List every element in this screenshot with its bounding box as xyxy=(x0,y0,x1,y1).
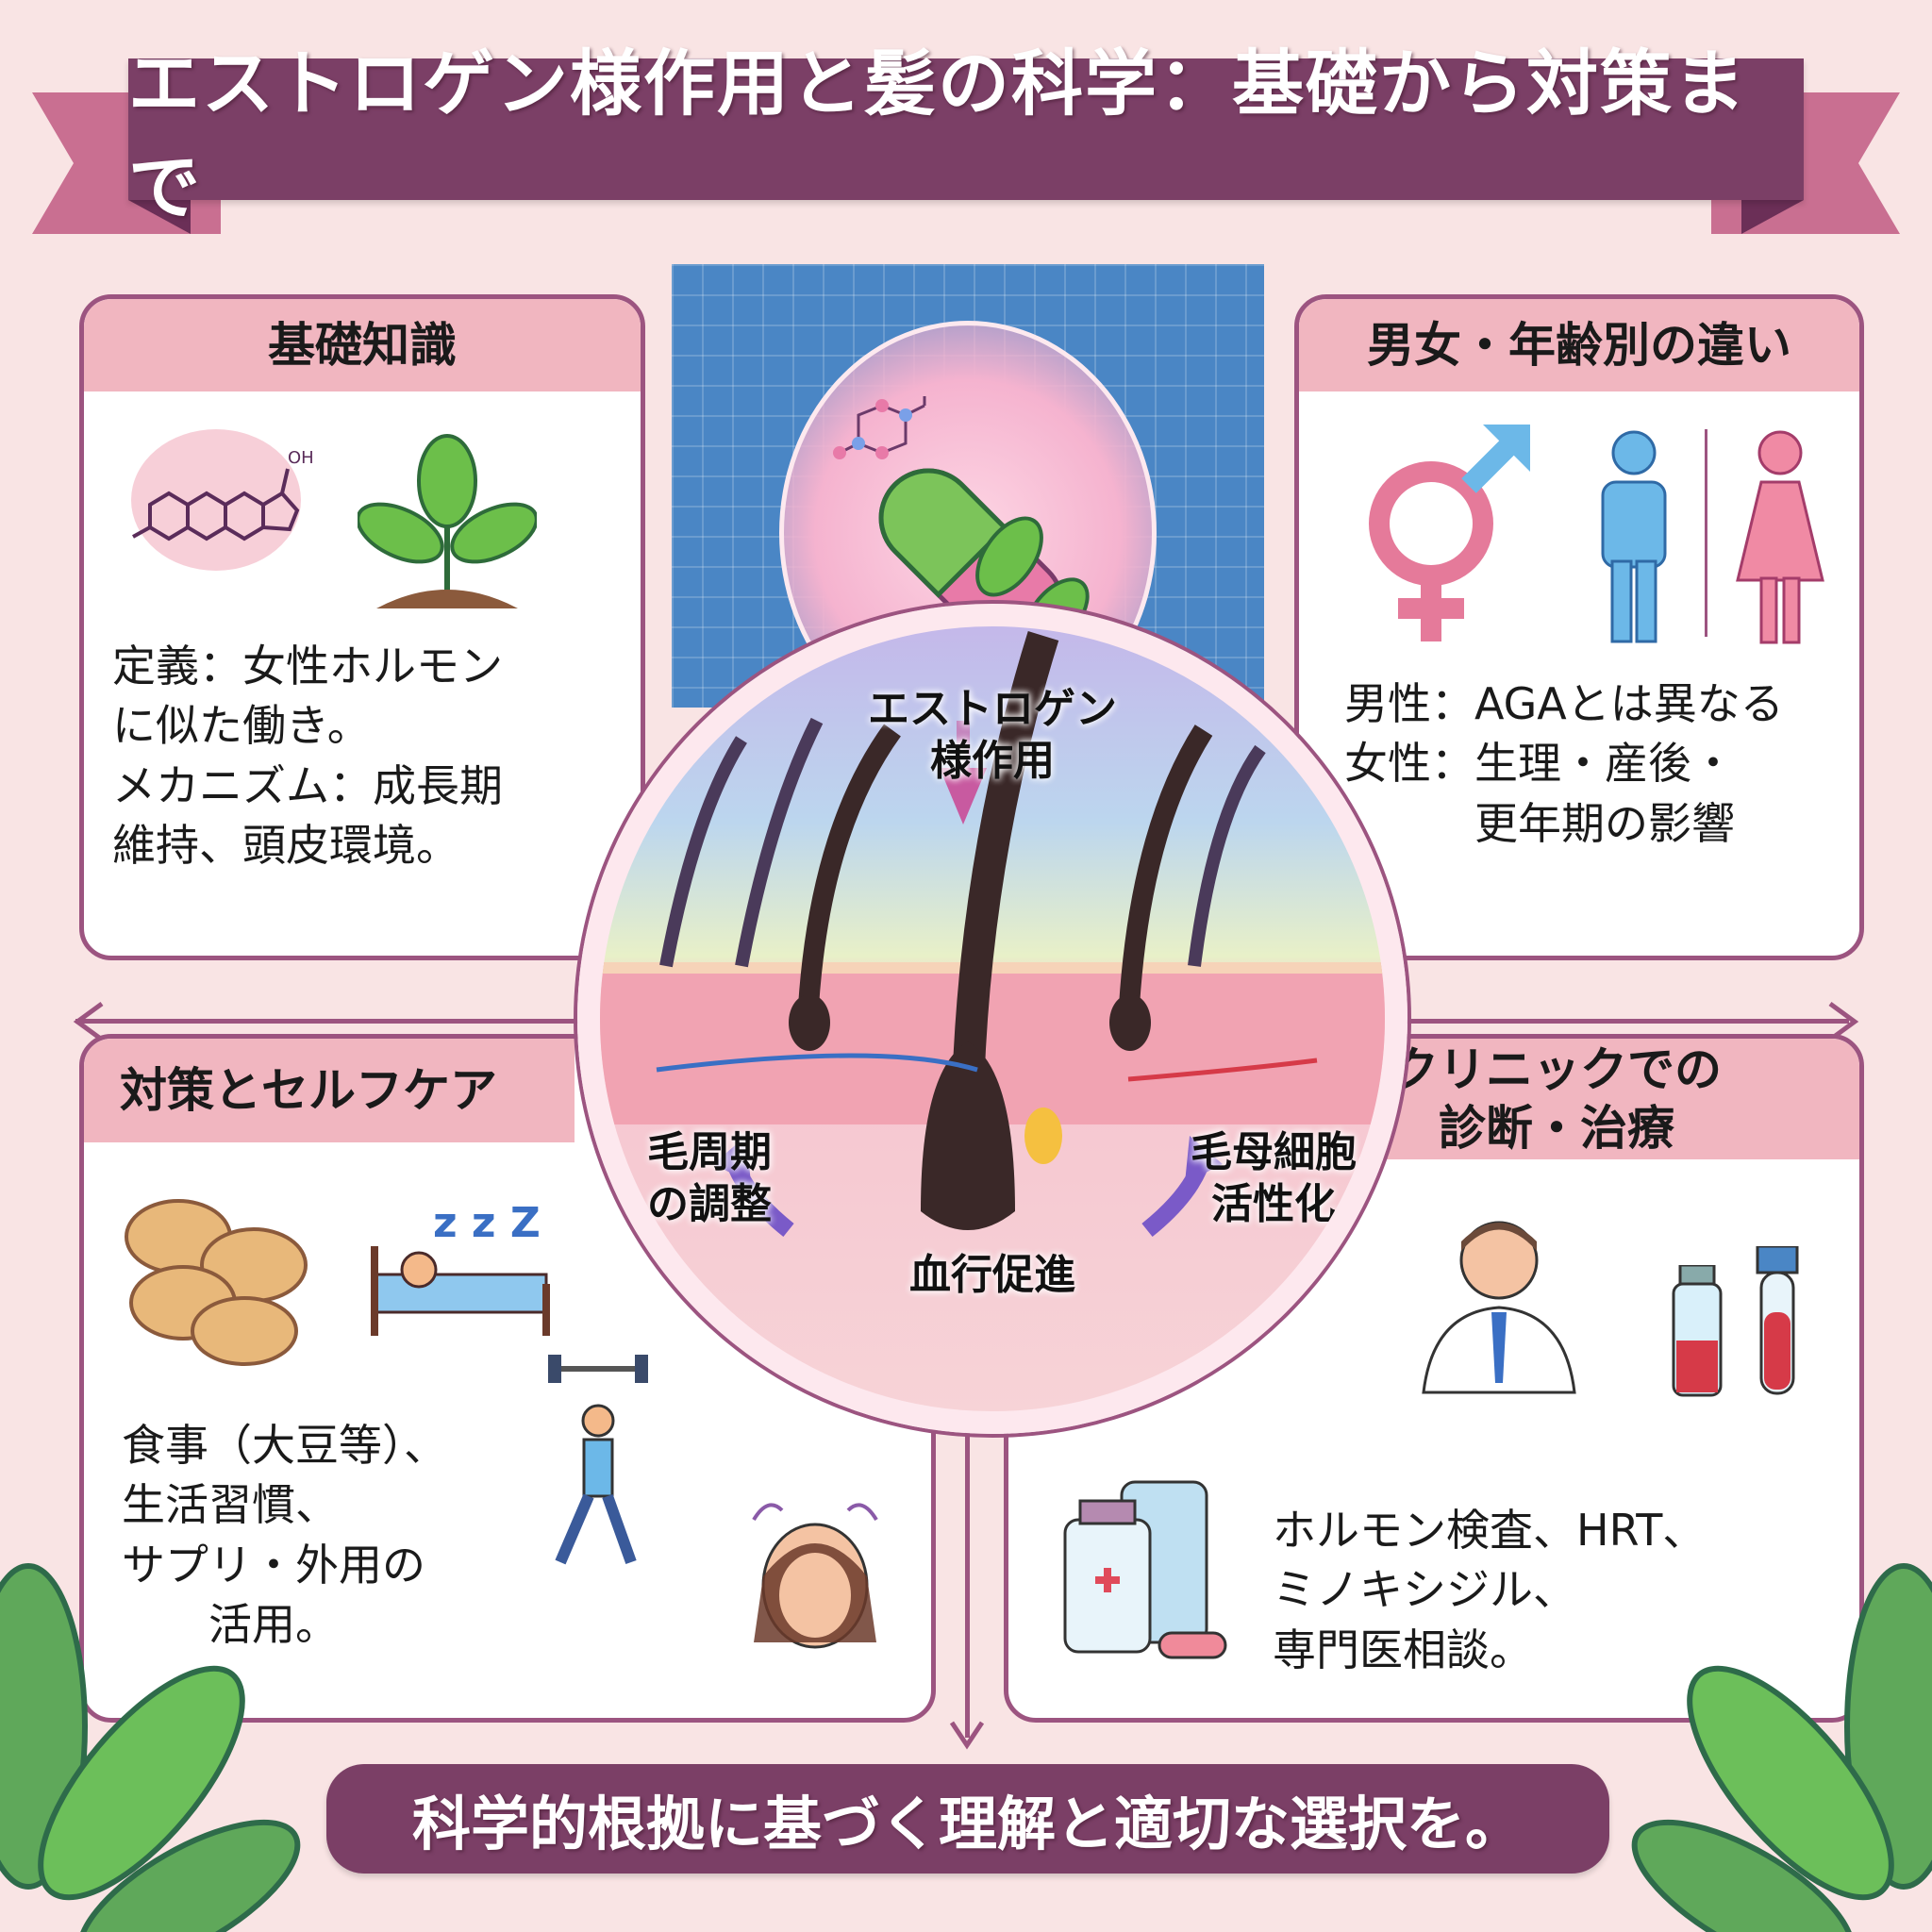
molecule-icon xyxy=(833,396,926,459)
footer-message: 科学的根拠に基づく理解と適切な選択を。 xyxy=(411,1790,1524,1858)
text-line: 女性：生理・産後・ xyxy=(1344,738,1735,790)
blood-vial-icon xyxy=(1672,1265,1723,1397)
estradiol-molecule-icon: OH xyxy=(131,429,314,571)
label-hair-cycle: 毛周期 の調整 xyxy=(647,1126,772,1230)
panel-basic-knowledge: 基礎知識 OH 定義：女性ホルモン に似た働き。 メカニズム：成長期 維持、頭皮… xyxy=(79,294,645,960)
divider xyxy=(1705,429,1707,637)
text-line: メカニズム：成長期 xyxy=(112,759,503,811)
exercise-icon xyxy=(548,1355,648,1565)
doctor-icon xyxy=(1422,1221,1576,1394)
panel-heading: 基礎知識 xyxy=(84,299,641,391)
label-line: の調整 xyxy=(647,1180,772,1228)
hair-follicle-icon xyxy=(656,630,1318,1238)
panel-gender-age: 男女・年齢別の違い 男性：AGAとは異なる 女性：生理・産後・ 更年期の影響 xyxy=(1294,294,1864,960)
label-cell-activation: 毛母細胞 活性化 xyxy=(1191,1126,1357,1230)
female-figure-icon xyxy=(1736,430,1824,644)
arrow-down xyxy=(965,1398,970,1738)
hair-follicle-diagram: エストロゲン 様作用 毛周期 の調整 毛母細胞 活性化 血行促進 xyxy=(577,604,1407,1434)
label-line: 活性化 xyxy=(1211,1180,1336,1228)
arrow-left xyxy=(75,1019,604,1024)
label-blood-flow: 血行促進 xyxy=(909,1251,1075,1299)
center-label-line: 様作用 xyxy=(930,737,1055,785)
scalp-massage-icon xyxy=(752,1503,878,1649)
text-line: 定義：女性ホルモン xyxy=(112,641,503,691)
center-label-line: エストロゲン xyxy=(868,685,1117,733)
heading-line: クリニックでの xyxy=(1391,1041,1722,1097)
text-line: 男性：AGAとは異なる xyxy=(1344,678,1784,729)
test-tube-icon xyxy=(1756,1246,1799,1395)
svg-text:z z Z: z z Z xyxy=(433,1199,541,1247)
medicine-bottles-icon xyxy=(1063,1480,1227,1659)
leaf-decoration-left-icon xyxy=(0,1563,301,1932)
sprout-icon xyxy=(358,434,537,608)
text-line: ミノキシジル、 xyxy=(1273,1564,1576,1616)
label-line: 毛周期 xyxy=(647,1128,772,1176)
text-line: 維持、頭皮環境。 xyxy=(112,820,459,872)
gender-symbol-icon xyxy=(1369,425,1530,641)
text-line: 更年期の影響 xyxy=(1344,797,1735,849)
text-line: サプリ・外用の xyxy=(122,1539,425,1591)
text-line: 専門医相談。 xyxy=(1273,1624,1533,1675)
male-figure-icon xyxy=(1601,430,1667,643)
arrowhead-right-icon xyxy=(1828,1001,1859,1042)
text-line: 生活習慣、 xyxy=(122,1479,339,1531)
arrowhead-down-icon xyxy=(949,1721,985,1750)
arrow-right xyxy=(1349,1019,1849,1024)
arrowhead-left-icon xyxy=(73,1001,104,1042)
panel-heading: 男女・年齢別の違い xyxy=(1299,299,1859,391)
text-line: 食事（大豆等）、 xyxy=(122,1420,447,1471)
title-banner: エストロゲン様作用と髪の科学：基礎から対策まで xyxy=(128,42,1804,229)
footer-banner: 科学的根拠に基づく理解と適切な選択を。 xyxy=(326,1764,1609,1874)
soybeans-icon xyxy=(125,1199,308,1366)
text-line: 活用。 xyxy=(122,1599,339,1651)
sleep-icon: z z Z xyxy=(371,1199,550,1336)
center-label: エストロゲン 様作用 xyxy=(600,683,1385,787)
text-line: に似た働き。 xyxy=(112,700,371,752)
page-title: エストロゲン様作用と髪の科学：基礎から対策まで xyxy=(128,42,1747,229)
text-line: ホルモン検査、HRT、 xyxy=(1273,1505,1707,1556)
panel-heading: 対策とセルフケア xyxy=(84,1039,575,1142)
svg-text:OH: OH xyxy=(288,448,314,468)
leaf-decoration-right-icon xyxy=(1631,1563,1932,1932)
heading-line: 診断・治療 xyxy=(1439,1101,1674,1156)
label-line: 毛母細胞 xyxy=(1191,1128,1357,1176)
